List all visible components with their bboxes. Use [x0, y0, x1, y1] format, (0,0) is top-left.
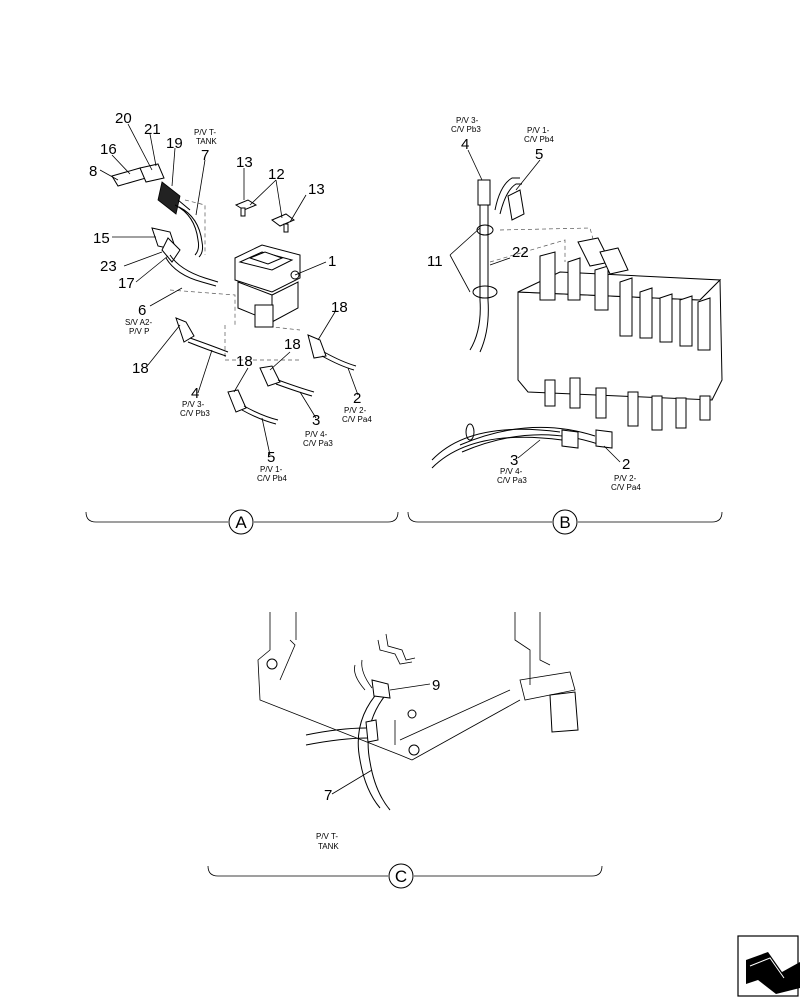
view-label-a: A: [235, 513, 247, 532]
callout-18a: 18: [132, 360, 149, 377]
callout-16: 16: [100, 141, 117, 158]
callout-21: 21: [144, 121, 161, 138]
callout-18c: 18: [284, 336, 301, 353]
callout-2: 2: [353, 390, 361, 407]
control-valve-block: [489, 227, 723, 431]
callout-5: 5: [267, 449, 275, 466]
callout-b-22: 22: [512, 244, 529, 261]
callout-8: 8: [89, 163, 97, 180]
view-label-b: B: [559, 513, 570, 532]
callout-b-11: 11: [427, 253, 443, 270]
fittings-mid: [151, 227, 181, 263]
callout-15: 15: [93, 230, 110, 247]
callout-6: 6: [138, 302, 146, 319]
callout-20: 20: [115, 110, 132, 127]
label-pv3-2: C/V Pb3: [180, 409, 210, 418]
view-b-callouts: 4 5 11 22 3 2: [427, 136, 630, 473]
fittings-top: [111, 163, 191, 215]
pilot-valve: [234, 244, 301, 328]
view-a-bracket: A: [85, 509, 399, 535]
label-b-pv4-1: P/V 4-: [500, 467, 523, 476]
label-b-pv2-1: P/V 2-: [614, 474, 637, 483]
clamp-bolts: [234, 199, 295, 233]
label-b-pv1-2: C/V Pb4: [524, 135, 554, 144]
callout-1: 1: [328, 253, 336, 270]
label-pv1-2: C/V Pb4: [257, 474, 287, 483]
view-c-callouts: 9 7 P/V T- TANK: [316, 677, 440, 851]
label-b-pv2-2: C/V Pa4: [611, 483, 641, 492]
callout-b-4: 4: [461, 136, 469, 153]
callout-13a: 13: [236, 154, 253, 171]
label-pvt-1: P/V T-: [194, 128, 216, 137]
label-sva2-2: P/V P: [129, 327, 149, 336]
label-b-pv3-1: P/V 3-: [456, 116, 479, 125]
view-a-leaders: [99, 123, 359, 456]
label-pv4-2: C/V Pa3: [303, 439, 333, 448]
label-b-pv4-2: C/V Pa3: [497, 476, 527, 485]
callout-b-2: 2: [622, 456, 630, 473]
label-pv4-1: P/V 4-: [305, 430, 328, 439]
next-page-arrow-icon[interactable]: [737, 935, 800, 997]
callout-18d: 18: [236, 353, 253, 370]
callout-17: 17: [118, 275, 135, 292]
view-a-labels: P/V T- TANK S/V A2- P/V P P/V 3- C/V Pb3…: [125, 128, 372, 483]
view-a-drawing: [111, 163, 357, 425]
callout-b-3: 3: [510, 452, 518, 469]
label-pv2-2: C/V Pa4: [342, 415, 372, 424]
view-c-leaders: [331, 683, 431, 795]
callout-18b: 18: [331, 299, 348, 316]
view-b-labels: P/V 3- C/V Pb3 P/V 1- C/V Pb4 P/V 4- C/V…: [451, 116, 641, 492]
label-c-pvt-1: P/V T-: [316, 832, 338, 841]
view-b-bracket: B: [407, 509, 723, 535]
label-b-pv1-1: P/V 1-: [527, 126, 550, 135]
callout-3: 3: [312, 412, 320, 429]
label-c-pvt-2: TANK: [318, 842, 339, 851]
callout-c-9: 9: [432, 677, 440, 694]
callout-19: 19: [166, 135, 183, 152]
view-c-drawing: [257, 612, 579, 811]
view-c-bracket: C: [207, 863, 603, 889]
callout-13b: 13: [308, 181, 325, 198]
callout-b-5: 5: [535, 146, 543, 163]
view-b-leaders: [449, 149, 621, 463]
label-sva2-1: S/V A2-: [125, 318, 152, 327]
label-pv1-1: P/V 1-: [260, 465, 283, 474]
callout-c-7: 7: [324, 787, 332, 804]
label-pv2-1: P/V 2-: [344, 406, 367, 415]
label-pvt-2: TANK: [196, 137, 217, 146]
label-b-pv3-2: C/V Pb3: [451, 125, 481, 134]
view-a-callouts: 20 21 16 8 19 7 13 12 13 15 23 17 1 6 18…: [89, 110, 361, 466]
callout-4: 4: [191, 385, 199, 402]
label-pv3-1: P/V 3-: [182, 400, 205, 409]
callout-23: 23: [100, 258, 117, 275]
view-label-c: C: [395, 867, 407, 886]
callout-7: 7: [201, 147, 209, 164]
callout-12: 12: [268, 166, 285, 183]
view-b-drawing: [431, 177, 723, 469]
